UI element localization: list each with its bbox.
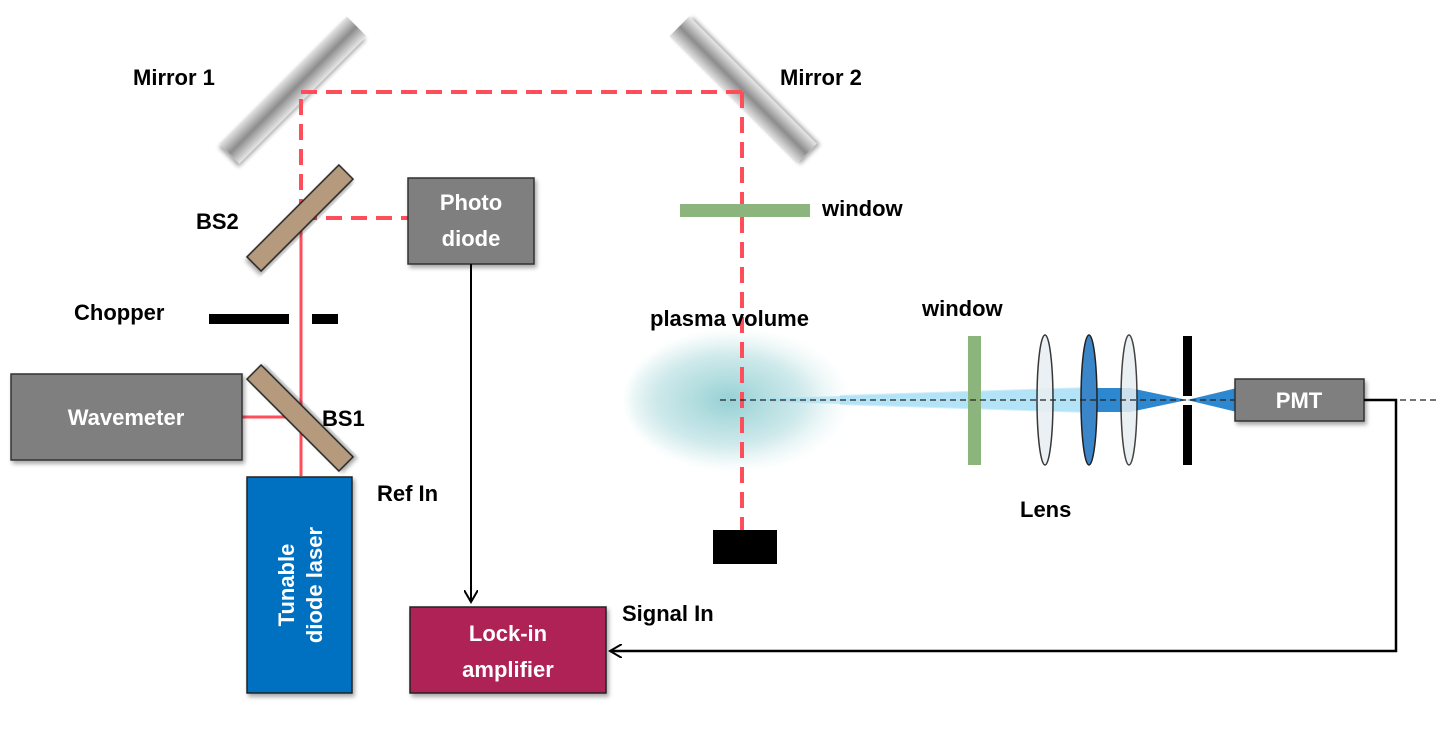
aperture [1183,336,1192,465]
wavemeter-box: Wavemeter [10,373,243,461]
photodiode-box: Photo diode [407,177,535,265]
lockin-label-line1: Lock-in [469,621,547,646]
mirror-2-label: Mirror 2 [780,65,862,90]
beamsplitter-bs1 [245,363,355,473]
pmt-label: PMT [1276,388,1323,413]
focused-light-cone [1090,388,1187,412]
photodiode-label-line1: Photo [440,190,502,215]
laser-label-line2: diode laser [302,526,327,643]
window-top [680,204,810,217]
pmt-box: PMT [1234,378,1365,422]
photodiode-label-line2: diode [442,226,501,251]
wavemeter-label: Wavemeter [68,405,185,430]
beamsplitter-bs2 [245,163,355,273]
mirror-2 [669,16,817,164]
window-side-label: window [921,296,1004,321]
lens-label: Lens [1020,497,1071,522]
chopper [209,314,338,324]
window-top-label: window [821,196,904,221]
bs1-label: BS1 [322,406,365,431]
ref-in-label: Ref In [377,481,438,506]
chopper-label: Chopper [74,300,165,325]
lock-in-amplifier-box: Lock-in amplifier [409,606,607,694]
laser-label-line1: Tunable [274,544,299,627]
lockin-label-line2: amplifier [462,657,554,682]
tunable-diode-laser-box: Tunable diode laser [246,476,353,694]
mirror-1 [219,16,367,164]
laser-beam-dashed [299,90,744,532]
signal-in-wire [610,398,1398,651]
mirror-1-label: Mirror 1 [133,65,215,90]
beam-dump [713,530,777,564]
bs2-label: BS2 [196,209,239,234]
plasma-volume-label: plasma volume [650,306,809,331]
signal-in-label: Signal In [622,601,714,626]
